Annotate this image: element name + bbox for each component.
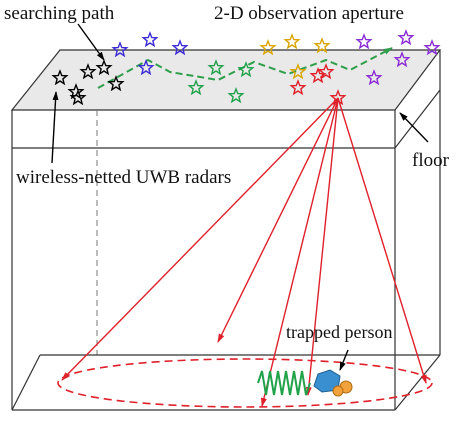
radar-star-icon xyxy=(227,87,245,104)
radar-star-icon xyxy=(283,33,301,50)
label-aperture: 2-D observation aperture xyxy=(214,3,404,24)
rubble-icon xyxy=(313,369,341,393)
room-box xyxy=(10,49,442,411)
radar-star-icon xyxy=(423,39,441,56)
radar-star-icon xyxy=(355,33,373,50)
searching-path xyxy=(97,47,393,89)
ray-line xyxy=(305,97,339,396)
radar-star-icon xyxy=(111,41,129,58)
radar-star-icon xyxy=(171,39,189,56)
radar-star-icon xyxy=(365,69,383,86)
label-radars: wireless-netted UWB radars xyxy=(16,167,231,188)
radar-stars xyxy=(51,29,441,106)
box-edge xyxy=(394,354,441,411)
signal-rays xyxy=(61,97,427,407)
pointer-trapped-person xyxy=(339,349,349,371)
body-icon xyxy=(332,385,344,397)
radar-star-icon xyxy=(317,63,335,80)
breathing-spring-icon xyxy=(257,370,311,396)
radar-star-icon xyxy=(289,63,307,80)
radar-star-icon xyxy=(289,79,307,96)
ceiling-plane xyxy=(10,49,442,111)
radar-star-icon xyxy=(259,39,277,56)
radar-star-icon xyxy=(95,59,113,76)
pointer-radars xyxy=(51,91,59,164)
label-searching-path: searching path xyxy=(4,3,115,24)
radar-star-icon xyxy=(79,63,97,80)
radar-star-icon xyxy=(51,69,69,86)
ray-line xyxy=(337,97,427,384)
pointer-floor xyxy=(399,112,429,143)
radar-star-icon xyxy=(207,59,225,76)
radar-star-icon xyxy=(141,31,159,48)
radar-star-icon xyxy=(313,37,331,54)
radar-star-icon xyxy=(107,75,125,92)
radar-star-icon xyxy=(397,29,415,46)
radar-star-icon xyxy=(187,79,205,96)
floor-coverage-ellipse xyxy=(57,358,433,408)
ray-line xyxy=(61,97,339,381)
ray-line xyxy=(261,97,339,407)
radar-star-icon xyxy=(393,51,411,68)
radar-star-icon xyxy=(137,59,155,76)
ceiling-thickness-line xyxy=(394,89,441,149)
radar-star-icon xyxy=(67,83,85,100)
radar-star-icon xyxy=(237,61,255,78)
pointer-searching-path xyxy=(77,23,105,61)
ray-line xyxy=(217,97,339,343)
floor-left-edge xyxy=(11,354,41,411)
label-trapped-person: trapped person xyxy=(286,322,392,342)
label-floor: floor xyxy=(412,150,450,171)
trapped-person xyxy=(257,369,353,397)
